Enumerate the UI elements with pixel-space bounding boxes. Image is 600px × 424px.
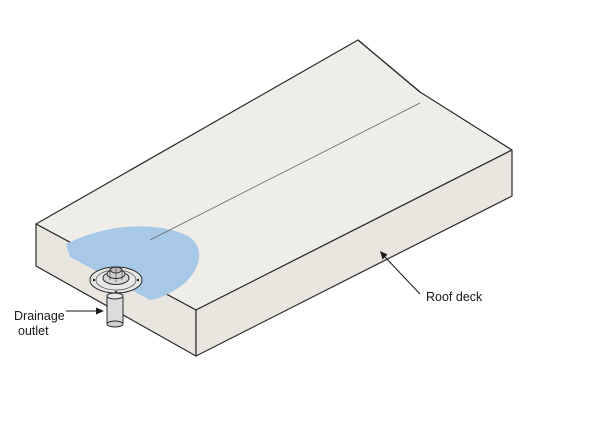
roof-slope-crease: [357, 39, 421, 93]
roof-deck-callout: Roof deck: [380, 251, 483, 304]
drainage-fall-line: [149, 102, 421, 241]
roof-deck-label: Roof deck: [426, 290, 483, 304]
outlet-pipe: [106, 295, 124, 325]
drainage-outlet: [89, 266, 143, 328]
drainage-outlet-label-line2: outlet: [18, 324, 49, 338]
drainage-outlet-label-line1: Drainage: [14, 309, 65, 323]
drainage-outlet-callout: Drainage outlet: [14, 307, 104, 338]
roof-deck-right-face: [195, 149, 513, 357]
water-pool: [66, 226, 200, 300]
